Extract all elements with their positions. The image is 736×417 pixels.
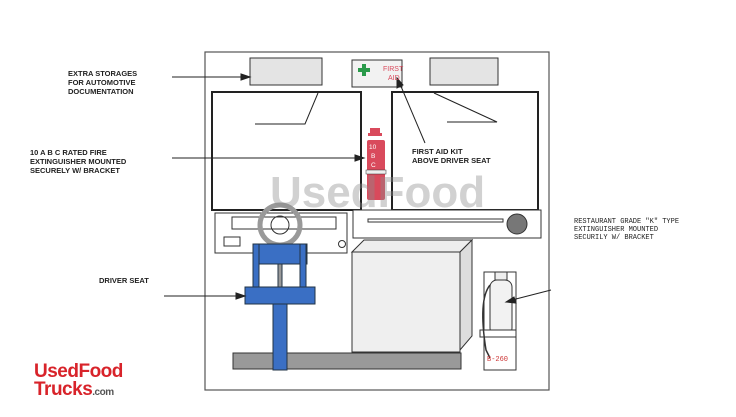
extinguisher-label-b: B [371,153,376,160]
label-driver-seat: DRIVER SEAT [99,276,149,285]
storage-box-left [249,57,323,86]
floor-platform [232,352,462,370]
first-aid-sign-line2: AID [388,75,400,82]
driver-seat [244,243,316,371]
first-aid-cross-icon [358,64,370,76]
extinguisher-label-10: 10 [369,144,377,151]
k-type-extinguisher [479,271,517,371]
first-aid-sign-line1: FIRST [383,66,404,73]
extinguisher-label-c: C [371,162,376,169]
sink-drain [506,213,528,235]
equipment-cabinet [351,251,461,353]
truck-frame [204,51,550,391]
first-aid-box [351,59,403,88]
window-handles [255,92,498,125]
label-first-aid-kit: FIRST AID KIT ABOVE DRIVER SEAT [412,147,491,165]
fire-extinguisher-abc [365,128,387,200]
window-right [391,91,539,211]
window-left [211,91,362,211]
storage-box-right [429,57,499,86]
callout-arrows [164,73,552,304]
label-k-type-extinguisher: RESTAURANT GRADE "K" TYPE EXTINGUISHER M… [574,218,680,242]
k-extinguisher-tag: B-260 [487,356,509,364]
label-extra-storage: EXTRA STORAGES FOR AUTOMOTIVE DOCUMENTAT… [68,69,138,96]
label-fire-extinguisher: 10 A B C RATED FIRE EXTINGUISHER MOUNTED… [30,148,127,175]
